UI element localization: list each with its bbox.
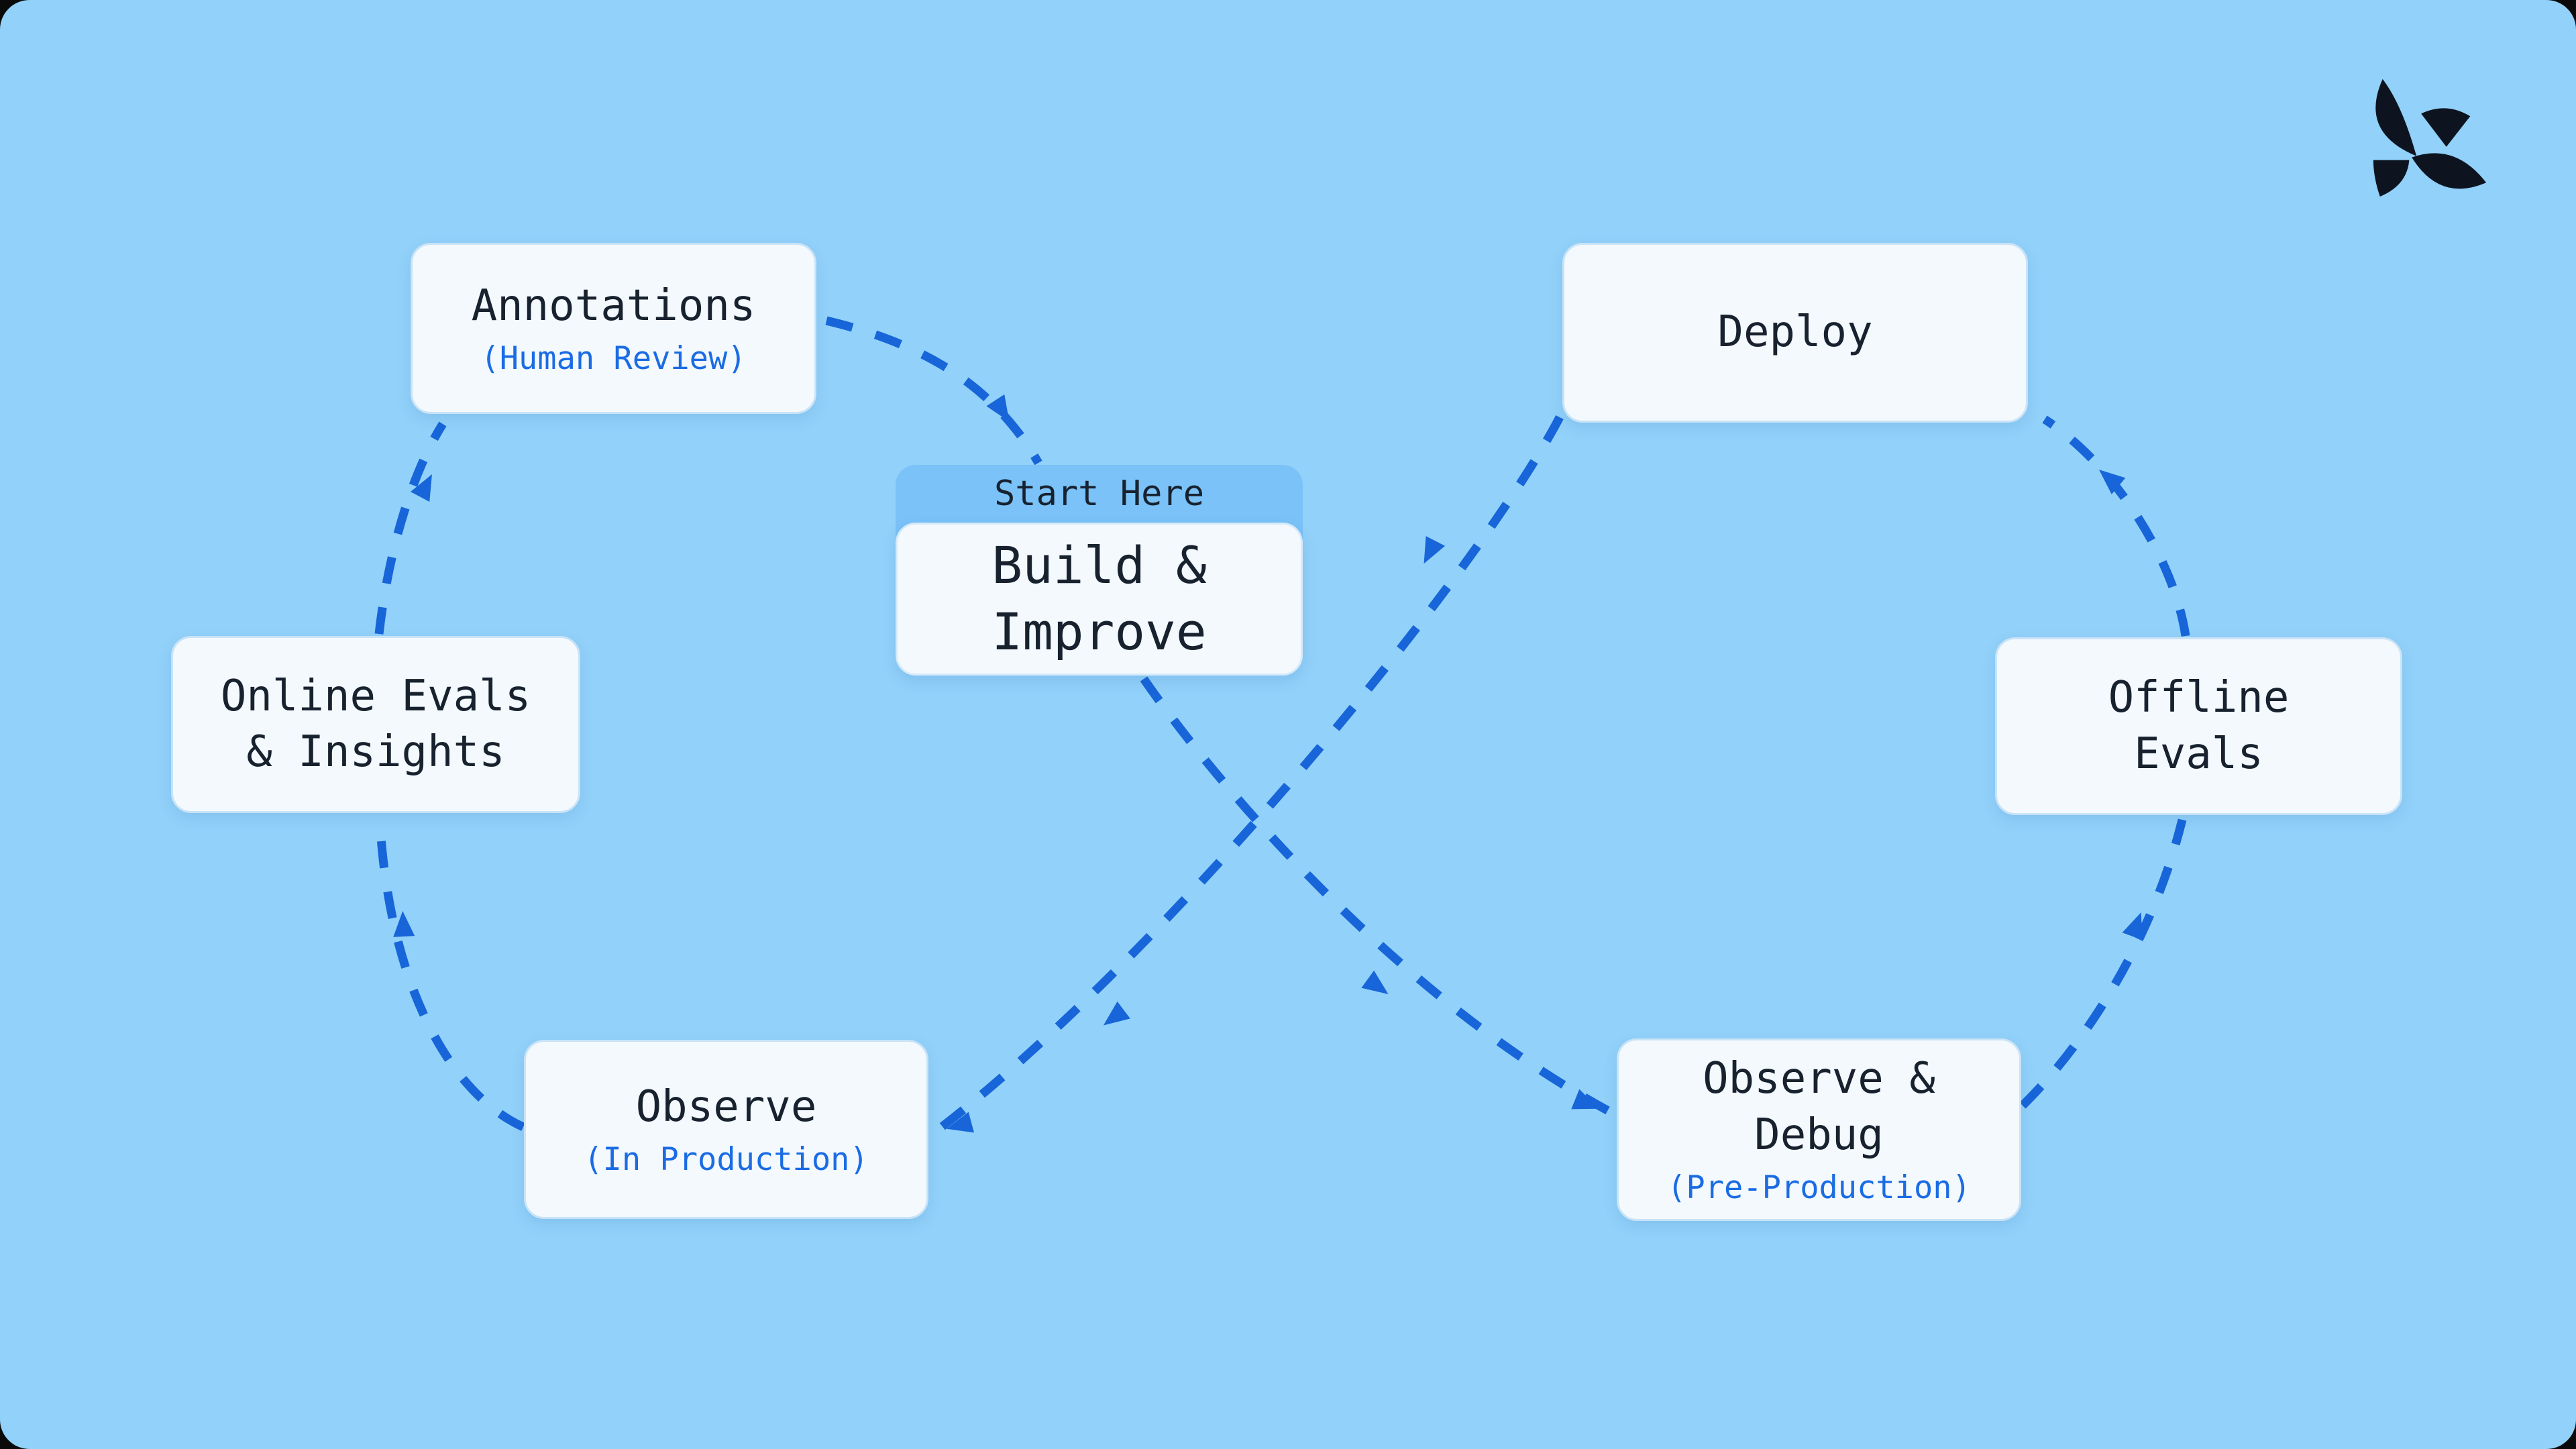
node-online-evals: Online Evals & Insights	[171, 636, 580, 813]
arc-observe-debug-to-offline	[2019, 818, 2187, 1109]
arrowhead-online-to-annotations	[410, 474, 432, 502]
arc-deploy-to-observe	[936, 415, 1564, 1133]
node-build-improve-card: Build & Improve	[896, 523, 1303, 676]
arrowhead-deploy-to-observe-upper	[1424, 536, 1446, 564]
arc-offline-to-deploy	[2042, 415, 2190, 637]
node-annotations: Annotations (Human Review)	[411, 243, 816, 414]
arrowhead-deploy-to-observe-mid	[1103, 1001, 1130, 1026]
node-deploy-title: Deploy	[1717, 307, 1873, 358]
node-offline-evals: Offline Evals	[1995, 637, 2402, 815]
arc-online-to-annotations	[374, 421, 447, 635]
arc-build-to-observe-debug	[1140, 676, 1616, 1118]
arc-observe-to-online	[375, 816, 525, 1131]
arrowhead-observe-debug-to-offline	[2122, 912, 2143, 941]
arc-annotations-to-build	[825, 316, 1042, 466]
node-annotations-subtitle: (Human Review)	[480, 339, 747, 377]
logo-petal-lower-right	[2412, 153, 2487, 189]
node-observe-debug-title: Observe & Debug	[1703, 1054, 1935, 1160]
logo-petal-lower-left	[2373, 160, 2410, 197]
arrowhead-build-to-observe-debug-mid	[1361, 970, 1389, 994]
brand-logo-icon	[2373, 78, 2487, 197]
node-offline-evals-title: Offline Evals	[2108, 673, 2290, 779]
node-observe-production: Observe (In Production)	[524, 1040, 928, 1219]
node-build-improve: Start Here Build & Improve	[896, 465, 1303, 676]
node-build-improve-title: Build & Improve	[991, 535, 1207, 661]
node-online-evals-title: Online Evals & Insights	[220, 671, 531, 777]
logo-petal-upper-left	[2375, 78, 2417, 156]
logo-petal-upper-right	[2421, 108, 2471, 147]
node-observe-debug-subtitle: (Pre-Production)	[1667, 1169, 1971, 1206]
node-observe-production-title: Observe	[635, 1081, 817, 1132]
arrowhead-deploy-to-observe-end	[947, 1112, 975, 1133]
node-observe-production-subtitle: (In Production)	[584, 1140, 869, 1178]
arrowhead-build-to-observe-debug-end	[1571, 1089, 1599, 1110]
node-observe-debug: Observe & Debug (Pre-Production)	[1617, 1038, 2021, 1221]
node-deploy: Deploy	[1562, 243, 2028, 423]
arrowhead-annotations-to-build	[986, 394, 1010, 422]
arrowhead-offline-to-deploy	[2098, 470, 2126, 494]
node-annotations-title: Annotations	[471, 280, 756, 331]
start-here-badge-label: Start Here	[994, 474, 1205, 514]
arrowhead-observe-to-online	[393, 911, 415, 937]
